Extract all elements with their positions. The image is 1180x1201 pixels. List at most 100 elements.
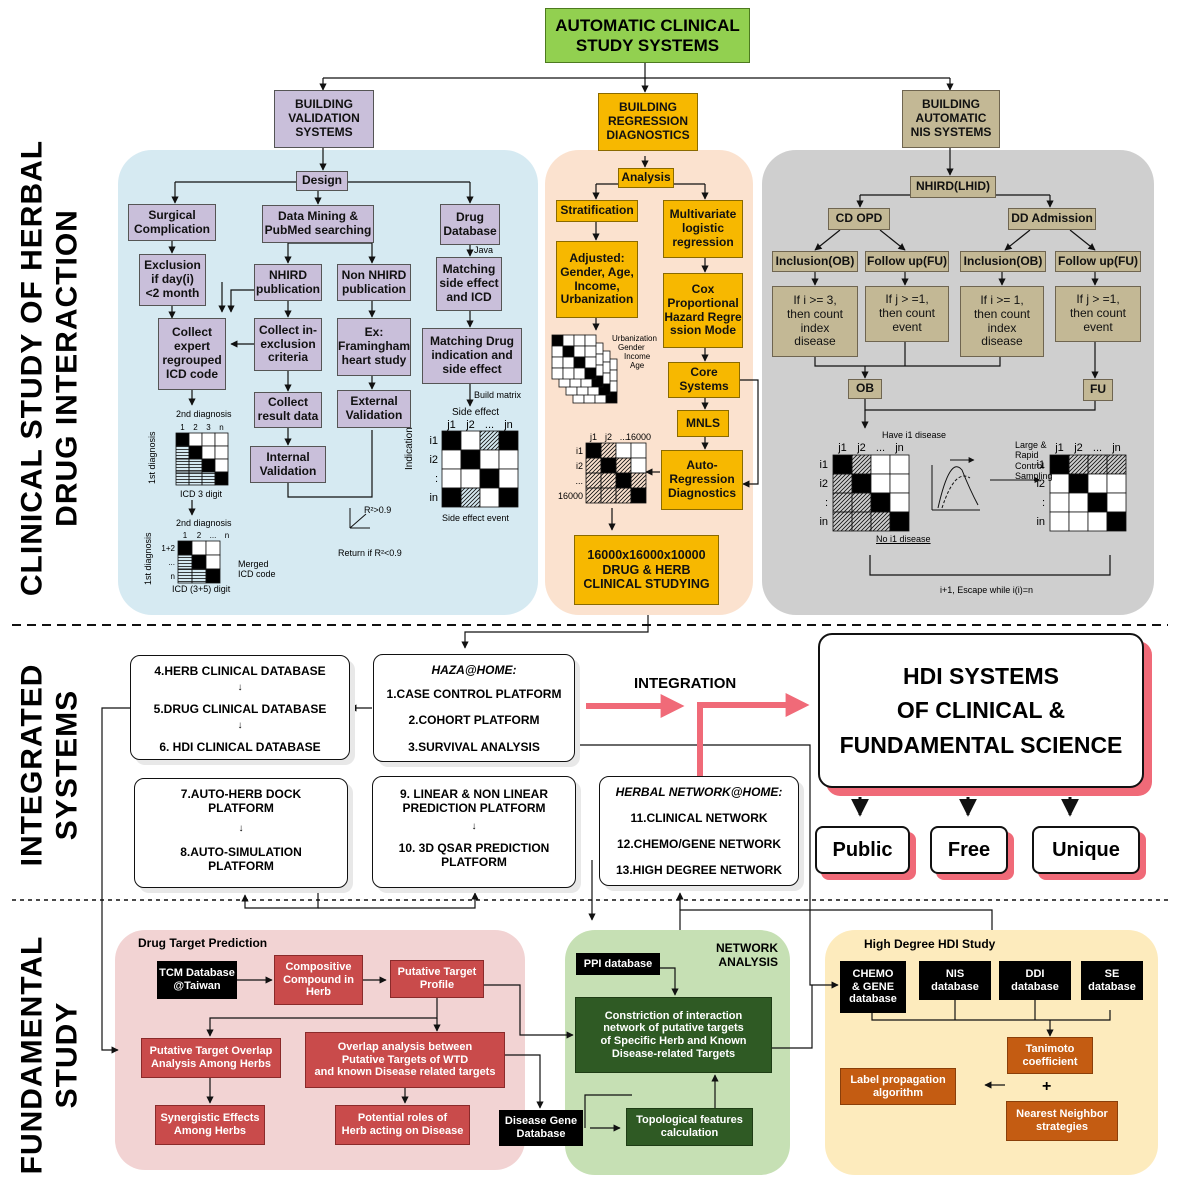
- reg-col-label: j1: [589, 432, 597, 442]
- icd3-cell: [188, 432, 203, 447]
- strata-cell: [584, 356, 597, 369]
- nis-b-col-label: ...: [1093, 442, 1102, 454]
- clinical-studying-box: 16000x16000x10000 DRUG & HERB CLINICAL S…: [574, 535, 719, 605]
- strata-cell: [591, 375, 604, 388]
- nis-a-cell: [889, 473, 910, 494]
- integration-arrows: [586, 693, 810, 776]
- merged-icd-label: Merged ICD code: [238, 559, 276, 580]
- icd3-col-label: n: [219, 423, 223, 432]
- reg-cell: [615, 442, 632, 459]
- collect-criteria-box: Collect in- exclusion criteria: [254, 318, 322, 371]
- condition-2: If j > =1, then count event: [865, 286, 949, 342]
- nis-b-cell: [1087, 511, 1108, 532]
- se-row-label: i2: [429, 454, 438, 466]
- strata-layer: [551, 334, 597, 380]
- se-row-label: i1: [429, 435, 438, 447]
- dock-item-2: 8.AUTO-SIMULATION PLATFORM: [180, 845, 302, 873]
- data-mining-box: Data Mining & PubMed searching: [262, 205, 374, 243]
- nis-a-cell: [832, 511, 853, 532]
- indication-label: Indication: [404, 427, 415, 470]
- nis-b-cell: [1049, 473, 1070, 494]
- nis-a-cell: [851, 492, 872, 513]
- db-item-hdi: 6. HDI CLINICAL DATABASE: [159, 740, 321, 754]
- second-diagnosis-label: 2nd diagnosis: [176, 409, 232, 419]
- reg-cell: [615, 472, 632, 489]
- nis-a-cell: [870, 454, 891, 475]
- nis-a-col-label: j1: [837, 442, 847, 454]
- reg-row-label: 16000: [558, 491, 583, 501]
- strata-cell: [551, 345, 564, 358]
- build-matrix-label: Build matrix: [474, 390, 522, 400]
- prediction-arrow: ↓: [471, 821, 477, 832]
- java-label: Java: [474, 245, 494, 255]
- nis-b-cell: [1087, 454, 1108, 475]
- nis-b-cell: [1087, 492, 1108, 513]
- prediction-platform-box: 9. LINEAR & NON LINEAR PREDICTION PLATFO…: [372, 776, 576, 888]
- r2-label: R²>0.9: [364, 505, 392, 515]
- se-cell: [441, 430, 462, 451]
- inclusion-ob-1: Inclusion(OB): [772, 251, 858, 272]
- nis-b-cell: [1049, 511, 1070, 532]
- icd35-cell: [205, 540, 221, 556]
- collect-result-box: Collect result data: [254, 392, 322, 428]
- first-diagnosis-label-2: 1st diagnosis: [143, 532, 153, 585]
- icd35-col-label: ...: [210, 531, 217, 540]
- strata-cell: [562, 356, 575, 369]
- se-col-label: j1: [446, 419, 456, 431]
- nis-b-cell: [1106, 454, 1127, 475]
- dock-arrow: ↓: [238, 823, 244, 834]
- nis-a-cell: [832, 492, 853, 513]
- nis-a-cell: [851, 511, 872, 532]
- nis-database-box: NIS database: [919, 961, 991, 1000]
- reg-cell: [600, 472, 617, 489]
- matching-side-effect-box: Matching side effect and ICD: [436, 257, 502, 311]
- validation-header: BUILDING VALIDATION SYSTEMS: [274, 90, 374, 148]
- ob-box: OB: [848, 379, 882, 399]
- strata-cell: [573, 356, 586, 369]
- network-item-3: 13.HIGH DEGREE NETWORK: [615, 863, 783, 877]
- icd3-cell: [188, 458, 203, 473]
- db-arrow-2: ↓: [237, 720, 243, 731]
- design-box: Design: [296, 171, 348, 191]
- follow-up-2: Follow up(FU): [1055, 251, 1141, 272]
- reg-cell: [600, 457, 617, 474]
- page-title: AUTOMATIC CLINICAL STUDY SYSTEMS: [545, 8, 750, 63]
- cd-opd-box: CD OPD: [828, 208, 890, 230]
- regression-header: BUILDING REGRESSION DIAGNOSTICS: [598, 93, 698, 151]
- reg-cell: [585, 442, 602, 459]
- strata-cell: [573, 345, 586, 358]
- potential-roles-box: Potential roles of Herb acting on Diseas…: [335, 1105, 470, 1145]
- icd35-cell: [191, 554, 207, 570]
- nis-b-col-label: j2: [1073, 442, 1083, 454]
- se-row-label: :: [435, 473, 438, 485]
- nis-a-row-label: i1: [819, 459, 828, 471]
- validation-region: [118, 150, 538, 615]
- reg-cell: [585, 487, 602, 504]
- nis-b-cell: [1049, 492, 1070, 513]
- side-label-integrated: INTEGRATED SYSTEMS: [15, 663, 84, 867]
- reg-col-label: ...: [620, 432, 628, 442]
- strata-cell: [562, 367, 575, 380]
- internal-validation-box: Internal Validation: [250, 446, 326, 483]
- icd3-cell: [201, 458, 216, 473]
- integration-label: INTEGRATION: [634, 675, 737, 692]
- constriction-box: Constriction of interaction network of p…: [575, 997, 772, 1073]
- strata-cell: [551, 334, 564, 347]
- first-diagnosis-label: 1st diagnosis: [147, 431, 157, 484]
- condition-3: If i >= 1, then count index disease: [960, 286, 1044, 357]
- se-cell: [460, 430, 481, 451]
- nearest-neighbor-box: Nearest Neighbor strategies: [1006, 1101, 1118, 1141]
- icd3-cell: [188, 445, 203, 460]
- se-col-label: j2: [465, 419, 475, 431]
- network-item-2: 12.CHEMO/GENE NETWORK: [616, 837, 781, 851]
- reg-row-label: ...: [575, 476, 583, 486]
- icd35-cell: [191, 540, 207, 556]
- condition-1: If i >= 3, then count index disease: [772, 286, 858, 357]
- unique-badge: Unique: [1032, 826, 1140, 874]
- matching-drug-box: Matching Drug indication and side effect: [422, 328, 522, 384]
- icd3-cell: [214, 445, 229, 460]
- icd3-cell: [214, 458, 229, 473]
- reg-cell: [615, 487, 632, 504]
- se-cell: [460, 449, 481, 470]
